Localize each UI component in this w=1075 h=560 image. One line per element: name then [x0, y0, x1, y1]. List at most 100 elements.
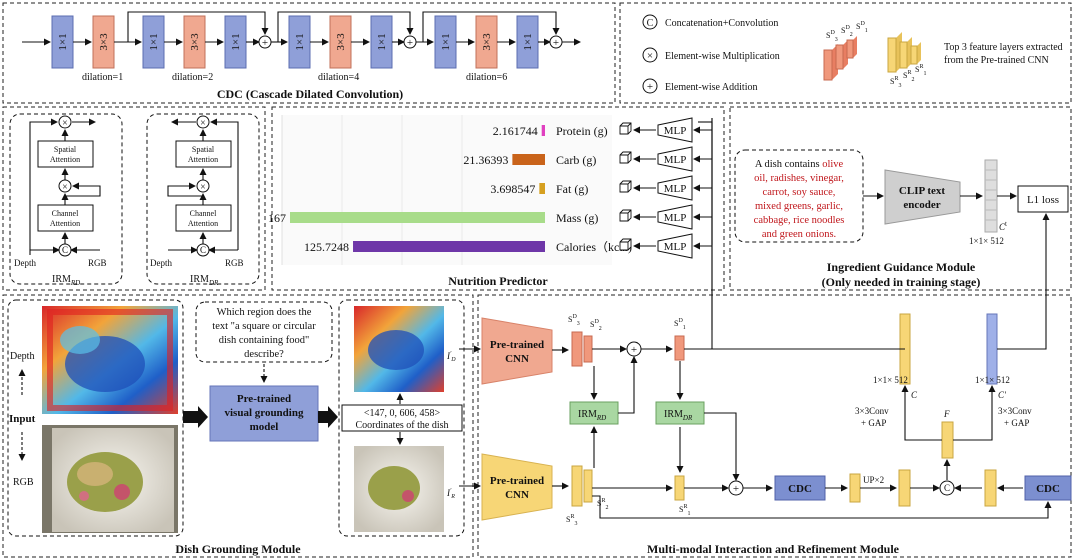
- ct-vector: [984, 159, 998, 233]
- add-icon: [642, 78, 658, 94]
- output-cube-icon: [619, 180, 632, 193]
- sr1-label: SR1: [915, 64, 926, 77]
- irm-rd-label: IRMRD: [578, 409, 606, 422]
- input-label: Input: [9, 413, 36, 425]
- rgb-cnn-label-2: CNN: [505, 489, 529, 501]
- add-symbol: +: [733, 483, 739, 495]
- conv1x1-label: 1×1: [440, 33, 452, 50]
- mlp-label: MLP: [664, 212, 687, 224]
- conv-gap-label-1: 3×3Conv: [855, 406, 889, 416]
- output-cube-icon: [619, 209, 632, 222]
- dilation-label: dilation=2: [172, 72, 213, 83]
- ct-label: Ct: [999, 220, 1007, 232]
- grounding-module: Depth Input RGB Which region does the te…: [7, 299, 481, 556]
- grounding-title: Dish Grounding Module: [175, 542, 301, 556]
- ingredient-line-1: oil, radishes, vinegar,: [754, 173, 844, 184]
- vg-label-3: model: [250, 421, 279, 433]
- c-label: C: [911, 390, 918, 400]
- conv1x1-label: 1×1: [294, 33, 306, 50]
- cprime-label: C': [998, 390, 1007, 400]
- nutrition-title: Nutrition Predictor: [448, 274, 548, 288]
- nutrition-label: Fat (g): [556, 182, 588, 196]
- ingredient-line-3: mixed greens, garlic,: [755, 201, 843, 212]
- depth-label: Depth: [14, 258, 36, 268]
- cdc-panel: [2, 2, 616, 104]
- channel-attention-box: [175, 204, 232, 232]
- add-symbol: +: [553, 37, 559, 49]
- ingredient-line-4: cabbage, rice noodles: [754, 215, 845, 226]
- dilation-label: dilation=1: [82, 72, 123, 83]
- nutrition-value: 167: [268, 211, 286, 225]
- s1d-feature: [674, 335, 685, 361]
- feature-after-cdc: [849, 473, 861, 503]
- nutrition-value: 125.7248: [304, 240, 349, 254]
- irm-rd-title: IRMRD: [52, 274, 80, 287]
- mlp-block: [657, 233, 693, 259]
- output-cube-icon: [619, 122, 632, 135]
- nutrition-panel: [271, 106, 725, 291]
- cropped-depth-image: [354, 306, 444, 392]
- add-symbol: +: [647, 81, 653, 93]
- rgb-image: [42, 425, 178, 533]
- concat-symbol: C: [200, 245, 206, 255]
- s3r-label: SR3: [566, 514, 577, 527]
- mlp-block: [657, 175, 693, 201]
- nutrition-label: Calories（kcal): [556, 240, 632, 254]
- c-dim-label: 1×1× 512: [873, 375, 908, 385]
- multiply-symbol: ×: [647, 50, 653, 62]
- coordinates-label: Coordinates of the dish: [355, 420, 448, 431]
- cprime-dim-label: 1×1× 512: [975, 375, 1010, 385]
- depth-cnn-label-2: CNN: [505, 353, 529, 365]
- rgb-label: RGB: [13, 477, 34, 488]
- sd1-label: SD1: [856, 21, 868, 34]
- mirm-module: Pre-trained CNN Pre-trained CNN SD3 SD2 …: [481, 122, 1072, 556]
- cropped-rgb-image: [354, 446, 444, 532]
- add-symbol: +: [631, 344, 637, 356]
- l1-loss-label: L1 loss: [1027, 194, 1059, 206]
- s1r-label: SR1: [679, 504, 690, 517]
- s2d-label: SD2: [590, 319, 602, 332]
- nutrition-bar: [290, 212, 545, 223]
- s2r-label: SR2: [597, 498, 608, 511]
- concat-icon: [642, 14, 658, 30]
- nutrition-value: 3.698547: [490, 182, 535, 196]
- feature-desc-2: from the Pre-trained CNN: [944, 55, 1049, 66]
- ingredient-module: A dish contains olive oil, radishes, vin…: [734, 149, 1069, 289]
- vg-label-1: Pre-trained: [237, 393, 291, 405]
- channel-label: Channel: [52, 209, 79, 218]
- conv-gap-label-3: 3×3Conv: [998, 406, 1032, 416]
- l1-loss-box: [1017, 185, 1069, 213]
- depth-image: [42, 306, 178, 414]
- rgb-cnn-block: [481, 453, 553, 521]
- output-cube-icon: [619, 151, 632, 164]
- ingredient-panel: [729, 106, 1072, 291]
- concat-symbol: C: [944, 483, 950, 493]
- irm-rd-box: × Spatial Attention × Channel Attention …: [9, 113, 123, 287]
- grounding-panel: [2, 294, 474, 558]
- model-arrow: [318, 406, 338, 428]
- cdc-label-2: CDC: [1036, 483, 1060, 495]
- spatial-attention-box: [37, 140, 94, 168]
- f-feature: [941, 421, 954, 459]
- conv3x3-label: 3×3: [335, 33, 347, 51]
- depth-cnn-label-1: Pre-trained: [490, 339, 544, 351]
- coordinates-value: <147, 0, 606, 458>: [364, 408, 441, 419]
- conv-gap-label-4: + GAP: [1004, 418, 1029, 428]
- nutrition-label: Carb (g): [556, 153, 596, 167]
- mlp-block: [657, 146, 693, 172]
- mlp-block: [657, 204, 693, 230]
- cdc-module: 1×1 3×3 dilation=1 1×1 3×3 1×1 dilation=…: [22, 11, 581, 101]
- question-line-3: dish containing food": [219, 335, 310, 346]
- conv1x1-label: 1×1: [230, 33, 242, 50]
- ingredient-subtitle: (Only needed in training stage): [822, 275, 981, 289]
- f-label: F: [943, 409, 950, 419]
- depth-label: Depth: [150, 258, 172, 268]
- nutrition-value: 2.161744: [493, 124, 538, 138]
- attention-label: Attention: [50, 155, 80, 164]
- multiply-symbol: ×: [200, 182, 206, 193]
- question-box: [195, 301, 333, 363]
- mlp-label: MLP: [664, 154, 687, 166]
- cdc-block-2: [1024, 475, 1072, 501]
